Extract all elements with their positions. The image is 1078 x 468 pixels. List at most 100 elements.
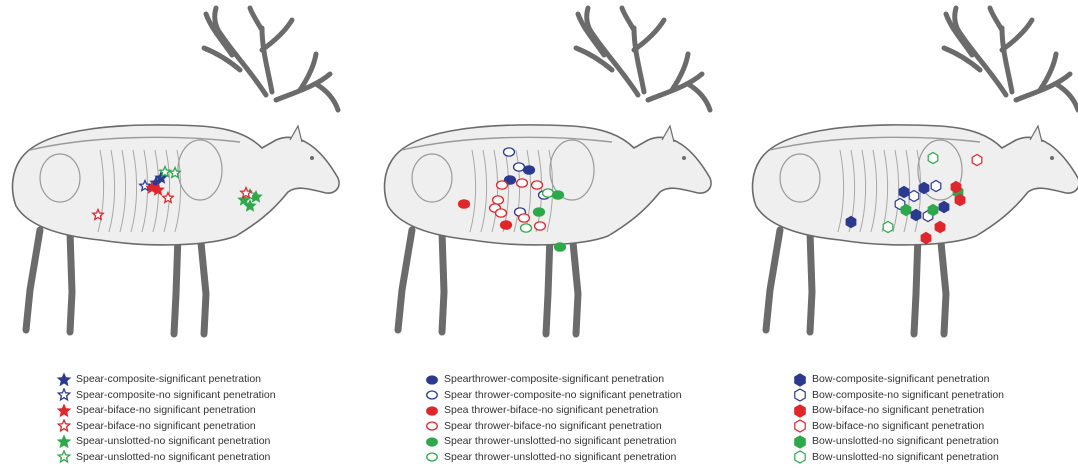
- legend-spear: Spear-composite-significant penetration …: [56, 372, 276, 465]
- impact-marker-ellipse-filled: [555, 243, 566, 251]
- legend-star-outline-icon: [58, 420, 69, 431]
- hexagon-outline-icon: [792, 388, 808, 402]
- legend-hexagon-outline-icon: [795, 451, 805, 463]
- legend-label: Spear thrower-biface-no significant pene…: [444, 419, 662, 435]
- hexagon-filled-icon: [792, 404, 808, 418]
- legend-bow: Bow-composite-significant penetration Bo…: [792, 372, 1004, 465]
- legend-ellipse-outline-icon: [427, 422, 438, 430]
- legend-label: Spear-biface-no significant penetration: [76, 419, 256, 435]
- legend-ellipse-outline-icon: [427, 391, 438, 399]
- legend-label: Spear thrower-unslotted-no significant p…: [444, 450, 676, 466]
- legend-item: Bow-unslotted-no significant penetration: [792, 450, 1004, 466]
- impact-marker-hexagon-filled: [919, 183, 929, 194]
- hexagon-outline-icon: [792, 419, 808, 433]
- legend-label: Spea thrower-biface-no significant penet…: [444, 403, 658, 419]
- legend-item: Bow-composite-significant penetration: [792, 372, 1004, 388]
- legend-ellipse-outline-icon: [427, 453, 438, 461]
- legend-label: Spear-composite-no significant penetrati…: [76, 388, 276, 404]
- star-outline-icon: [56, 388, 72, 402]
- impact-marker-hexagon-filled: [955, 195, 965, 206]
- impact-marker-hexagon-filled: [951, 182, 961, 193]
- impact-marker-ellipse-filled: [553, 191, 564, 199]
- legend-star-filled-icon: [58, 405, 69, 416]
- panel-spear: [0, 0, 360, 360]
- legend-item: Spear thrower-unslotted-no significant p…: [424, 450, 682, 466]
- hexagon-filled-icon: [792, 373, 808, 387]
- impact-marker-hexagon-outline: [909, 191, 919, 202]
- legend-ellipse-filled-icon: [427, 438, 438, 446]
- impact-marker-hexagon-filled: [921, 233, 931, 244]
- legend-star-filled-icon: [58, 374, 69, 385]
- legend-item: Spear thrower-unslotted-no significant p…: [424, 434, 682, 450]
- impact-marker-ellipse-outline: [496, 209, 507, 217]
- star-outline-icon: [56, 450, 72, 464]
- impact-marker-ellipse-filled: [534, 208, 545, 216]
- impact-marker-hexagon-outline: [928, 153, 938, 164]
- impact-marker-ellipse-filled: [459, 200, 470, 208]
- panel-bow: [740, 0, 1078, 360]
- legend-label: Spear thrower-composite-no significant p…: [444, 388, 682, 404]
- legend-label: Bow-biface-no significant penetration: [812, 403, 984, 419]
- legend-hexagon-outline-icon: [795, 420, 805, 432]
- legend-label: Spearthrower-composite-significant penet…: [444, 372, 664, 388]
- legend-item: Spearthrower-composite-significant penet…: [424, 372, 682, 388]
- impact-marker-ellipse-filled: [524, 166, 535, 174]
- legend-item: Bow-unslotted-no significant penetration: [792, 434, 1004, 450]
- legend-label: Spear-unslotted-no significant penetrati…: [76, 450, 270, 466]
- legend-item: Spea thrower-biface-no significant penet…: [424, 403, 682, 419]
- star-filled-icon: [56, 373, 72, 387]
- reindeer-illustration-spear: [0, 0, 360, 360]
- impact-marker-ellipse-outline: [535, 222, 546, 230]
- legend-label: Bow-unslotted-no significant penetration: [812, 434, 999, 450]
- legend-label: Bow-unslotted-no significant penetration: [812, 450, 999, 466]
- impact-marker-hexagon-filled: [846, 217, 856, 228]
- ellipse-outline-icon: [424, 388, 440, 402]
- impact-marker-ellipse-outline: [517, 179, 528, 187]
- impact-marker-hexagon-outline: [883, 222, 893, 233]
- impact-marker-hexagon-filled: [911, 210, 921, 221]
- impact-marker-ellipse-outline: [521, 224, 532, 232]
- impact-marker-ellipse-outline: [543, 189, 554, 197]
- legend-item: Spear-biface-no significant penetration: [56, 403, 276, 419]
- panel-spear-thrower: [372, 0, 732, 360]
- star-filled-icon: [56, 404, 72, 418]
- legend-label: Spear-unslotted-no significant penetrati…: [76, 434, 270, 450]
- impact-marker-hexagon-filled: [935, 222, 945, 233]
- impact-marker-ellipse-outline: [519, 214, 530, 222]
- ellipse-outline-icon: [424, 419, 440, 433]
- star-filled-icon: [56, 435, 72, 449]
- legend-label: Spear thrower-unslotted-no significant p…: [444, 434, 676, 450]
- legend-ellipse-filled-icon: [427, 407, 438, 415]
- legend-label: Spear-biface-no significant penetration: [76, 403, 256, 419]
- legend-item: Spear-composite-significant penetration: [56, 372, 276, 388]
- legend-item: Spear thrower-composite-no significant p…: [424, 388, 682, 404]
- impact-marker-ellipse-outline: [504, 148, 515, 156]
- legend-hexagon-filled-icon: [795, 374, 805, 386]
- legend-star-outline-icon: [58, 389, 69, 400]
- legend-star-outline-icon: [58, 451, 69, 462]
- legend-item: Bow-biface-no significant penetration: [792, 403, 1004, 419]
- reindeer-illustration-spear-thrower: [372, 0, 732, 360]
- impact-marker-hexagon-outline: [931, 181, 941, 192]
- ellipse-filled-icon: [424, 404, 440, 418]
- impact-marker-hexagon-filled: [901, 205, 911, 216]
- legend-item: Spear thrower-biface-no significant pene…: [424, 419, 682, 435]
- legend-label: Bow-composite-significant penetration: [812, 372, 989, 388]
- legend-item: Spear-biface-no significant penetration: [56, 419, 276, 435]
- legend-label: Bow-biface-no significant penetration: [812, 419, 984, 435]
- legend-item: Bow-composite-no significant penetration: [792, 388, 1004, 404]
- reindeer-illustration-bow: [740, 0, 1078, 360]
- legend-item: Spear-composite-no significant penetrati…: [56, 388, 276, 404]
- impact-marker-hexagon-filled: [928, 205, 938, 216]
- ellipse-outline-icon: [424, 450, 440, 464]
- ellipse-filled-icon: [424, 435, 440, 449]
- legend-label: Bow-composite-no significant penetration: [812, 388, 1004, 404]
- ellipse-filled-icon: [424, 373, 440, 387]
- legend-item: Bow-biface-no significant penetration: [792, 419, 1004, 435]
- legend-hexagon-outline-icon: [795, 389, 805, 401]
- impact-marker-hexagon-filled: [939, 202, 949, 213]
- impact-marker-ellipse-outline: [497, 181, 508, 189]
- impact-marker-ellipse-filled: [501, 221, 512, 229]
- hexagon-filled-icon: [792, 435, 808, 449]
- impact-marker-hexagon-filled: [899, 187, 909, 198]
